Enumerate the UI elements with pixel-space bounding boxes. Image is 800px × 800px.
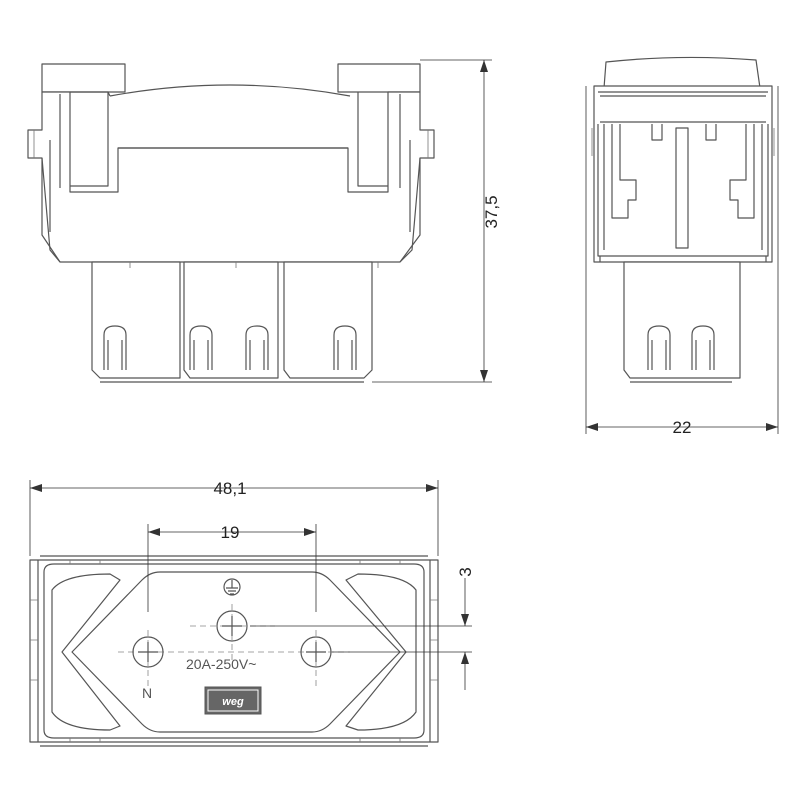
height-dimension: 37,5: [372, 59, 501, 383]
front-view: [27, 63, 435, 383]
brand-logo: weg: [204, 686, 262, 715]
side-width-label: 22: [673, 418, 692, 437]
side-terminal: [623, 261, 741, 383]
side-width-dimension: 22: [585, 86, 779, 437]
offset-label: 3: [456, 567, 475, 576]
width-dimension: 48,1: [29, 479, 439, 556]
brand-logo-text: weg: [222, 696, 244, 708]
face-view: 20A-250V~ N weg: [29, 555, 439, 747]
phase-pin-icon: [300, 636, 332, 668]
rating-label: 20A-250V~: [186, 656, 256, 672]
pin-spacing-label: 19: [221, 523, 240, 542]
ground-symbol-icon: [223, 578, 241, 596]
height-label: 37,5: [482, 195, 501, 228]
neutral-label: N: [142, 685, 152, 701]
ground-pin-icon: [216, 610, 248, 642]
pin-spacing-dimension: 19: [147, 523, 317, 612]
offset-dimension: 3: [250, 567, 475, 690]
side-view: [591, 56, 775, 383]
terminal-blocks: [91, 261, 379, 383]
width-label: 48,1: [213, 479, 246, 498]
neutral-pin-icon: [132, 636, 164, 668]
